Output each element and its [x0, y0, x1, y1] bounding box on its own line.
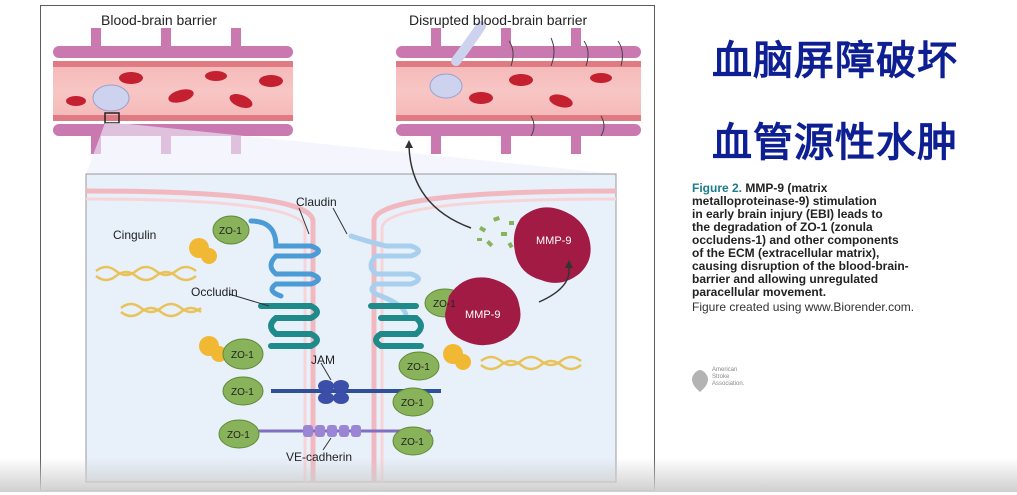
- label-mmp9: MMP-9: [465, 309, 500, 321]
- label-zo1: ZO-1: [407, 362, 430, 373]
- heading-zh-2: 血管源性水肿: [712, 120, 958, 166]
- caption-line: barrier and allowing unregulated: [692, 272, 879, 286]
- caption-line: in early brain injury (EBI) leads to: [692, 207, 883, 221]
- caption-line: paracellular movement.: [692, 285, 827, 299]
- bottom-shadow: [0, 458, 1017, 492]
- figure-label: Figure 2.: [692, 181, 743, 195]
- label-mmp9: MMP-9: [536, 235, 571, 247]
- figure-caption: Figure 2. MMP-9 (matrix metalloproteinas…: [692, 182, 992, 299]
- caption-line: occludens-1) and other components: [692, 233, 899, 247]
- label-zo1: ZO-1: [401, 437, 424, 448]
- caption-line: metalloproteinase-9) stimulation: [692, 194, 877, 208]
- intact-vessel: [53, 28, 293, 154]
- label-occludin: Occludin: [191, 285, 238, 299]
- title-disrupted: Disrupted blood-brain barrier: [409, 12, 588, 28]
- figure-panel: Blood-brain barrier Disrupted blood-brai…: [40, 5, 655, 491]
- label-zo1: ZO-1: [433, 299, 456, 310]
- label-zo1: ZO-1: [401, 398, 424, 409]
- caption-line: causing disruption of the blood-brain-: [692, 259, 909, 273]
- label-zo1: ZO-1: [227, 430, 250, 441]
- bbb-diagram: Blood-brain barrier Disrupted blood-brai…: [53, 12, 641, 483]
- label-zo1: ZO-1: [231, 350, 254, 361]
- disrupted-vessel: [396, 21, 641, 154]
- logo-text: American Stroke Association.: [712, 367, 745, 387]
- title-intact: Blood-brain barrier: [101, 12, 217, 28]
- label-claudin: Claudin: [296, 195, 337, 209]
- label-jam: JAM: [311, 353, 335, 367]
- caption-line: MMP-9 (matrix: [745, 181, 828, 195]
- figure-credit: Figure created using www.Biorender.com.: [692, 300, 915, 314]
- junction-inset: [85, 140, 617, 483]
- heading-zh-1: 血脑屏障破坏: [712, 38, 958, 84]
- american-stroke-association-logo: [692, 370, 708, 392]
- label-cingulin: Cingulin: [113, 228, 156, 242]
- caption-line: the degradation of ZO-1 (zonula: [692, 220, 873, 234]
- label-zo1: ZO-1: [231, 387, 254, 398]
- caption-line: of the ECM (extracellular matrix),: [692, 246, 880, 260]
- label-zo1: ZO-1: [219, 226, 242, 237]
